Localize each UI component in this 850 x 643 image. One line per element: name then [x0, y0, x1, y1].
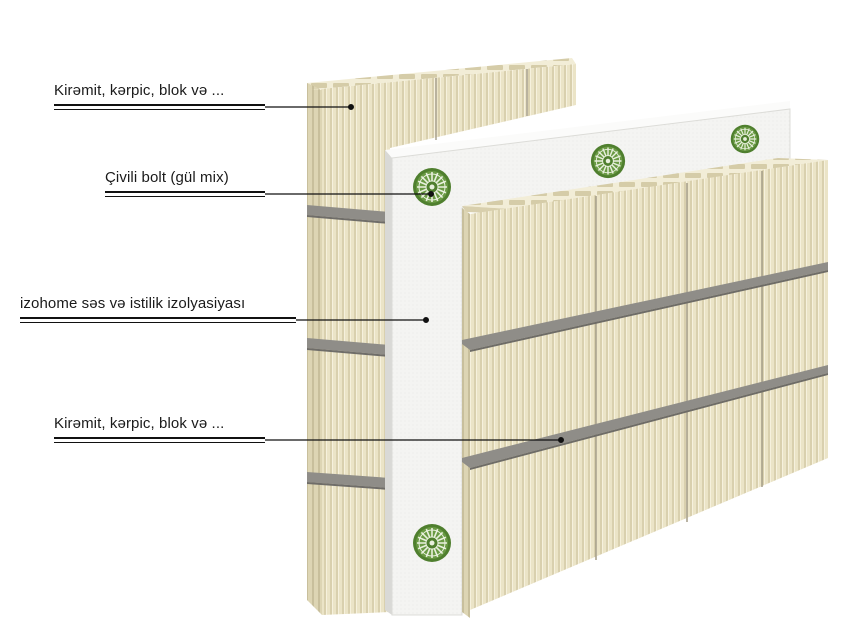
underline — [20, 322, 296, 323]
underline — [54, 442, 265, 443]
underline — [54, 104, 265, 106]
leader-lines — [265, 104, 564, 443]
label-insulation: izohome səs və istilik izolyasiyası — [20, 295, 246, 312]
underline — [105, 191, 265, 193]
inner-brick-wall — [462, 158, 828, 618]
underline — [54, 437, 265, 439]
insulation-board — [385, 101, 791, 616]
anchor-rosette-icon — [730, 124, 760, 154]
anchor-rosette-icon — [412, 523, 452, 563]
underline — [20, 317, 296, 319]
underline — [54, 109, 265, 110]
outer-brick-wall — [307, 58, 576, 615]
underline — [105, 196, 265, 197]
anchor-rosette-icon — [412, 167, 452, 207]
label-anchor: Çivili bolt (gül mix) — [105, 169, 229, 186]
anchor-rosette-icon — [590, 143, 626, 179]
label-outer-wall: Kirəmit, kərpic, blok və ... — [54, 82, 225, 99]
label-inner-wall: Kirəmit, kərpic, blok və ... — [54, 415, 225, 432]
